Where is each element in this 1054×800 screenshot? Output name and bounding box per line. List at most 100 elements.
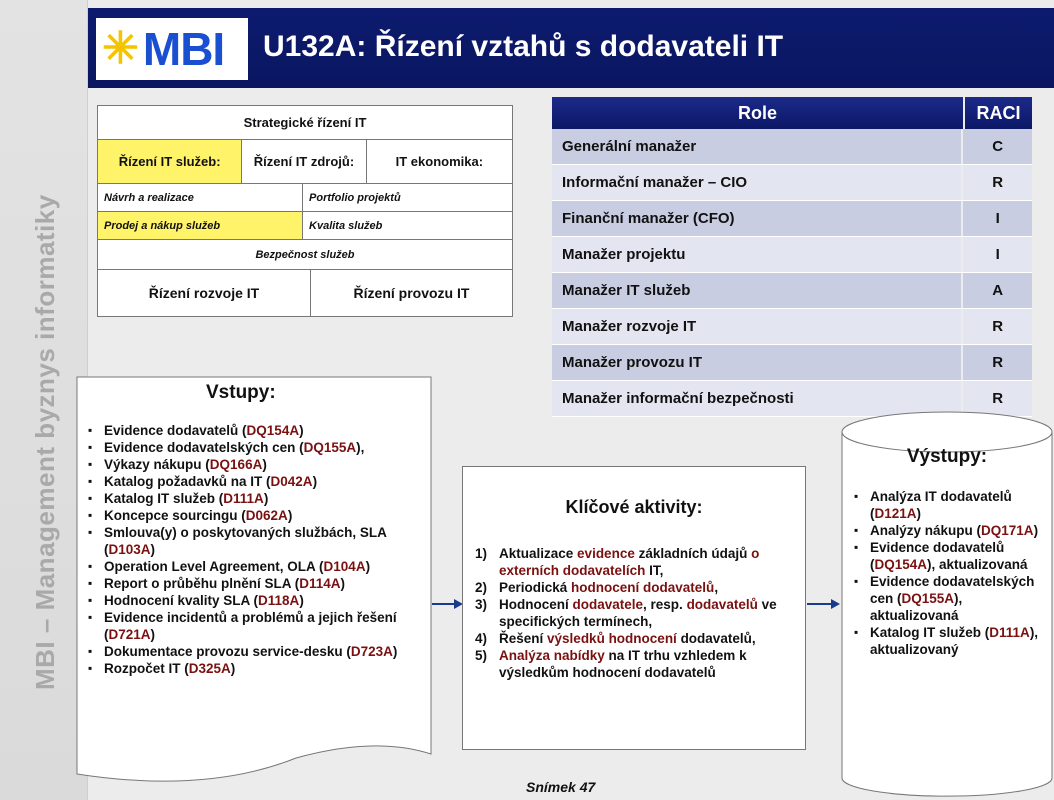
outputs-item: Analýza IT dodavatelů (D121A) (854, 488, 1054, 522)
activity-text: dodavatelů (686, 597, 758, 612)
item-code: D721A (108, 627, 151, 642)
outputs-item: Katalog IT služeb (D111A), aktualizovaný (854, 624, 1054, 658)
item-text-end: ) (262, 457, 267, 472)
item-text-end: ), aktualizovaná (870, 591, 963, 623)
item-text: Analýzy nákupu ( (870, 523, 982, 538)
outputs-item: Evidence dodavatelských cen (DQ155A), ak… (854, 573, 1054, 624)
inputs-item: Report o průběhu plnění SLA (D114A) (88, 575, 428, 592)
item-text-end: ) (392, 644, 398, 659)
item-code: DQ154A (874, 557, 928, 572)
activity-item: 2)Periodická hodnocení dodavatelů, (475, 579, 801, 596)
inputs-item: Dokumentace provozu service-desku (D723A… (88, 643, 428, 660)
activity-item: 3)Hodnocení dodavatele, resp. dodavatelů… (475, 596, 801, 630)
item-code: DQ166A (209, 457, 263, 472)
item-code: D111A (989, 625, 1030, 640)
item-code: D114A (299, 576, 341, 591)
item-code: D042A (270, 474, 313, 489)
activity-text: dodavatelích (562, 563, 646, 578)
item-text: Analýza IT dodavatelů ( (870, 489, 1012, 521)
item-text-end: ) (287, 508, 293, 523)
slide-number: Snímek 47 (526, 779, 596, 795)
item-text: Dokumentace provozu service-desku ( (104, 644, 351, 659)
item-text-end: ) (340, 576, 346, 591)
activity-text: IT, (645, 563, 664, 578)
activity-text: Aktualizace (499, 546, 578, 561)
activity-item: 4)Řešení výsledků hodnocení dodavatelů, (475, 630, 801, 647)
item-code: D121A (874, 506, 917, 521)
item-text: Hodnocení kvality SLA ( (104, 593, 259, 608)
structure-row-3: Návrh a realizace Portfolio projektů (98, 184, 512, 212)
logo-text: MBI (142, 23, 225, 75)
structure-cell: Řízení rozvoje IT (98, 270, 311, 316)
item-text-end: ) (299, 593, 304, 608)
activity-text: hodnocení dodavatelů (571, 580, 715, 595)
role-raci: I (963, 237, 1032, 272)
structure-cell: Řízení IT zdrojů: (242, 140, 367, 183)
item-code: D062A (245, 508, 288, 523)
activity-item: 5)Analýza nabídky na IT trhu vzhledem k … (475, 647, 801, 681)
activity-text: výsledků hodnocení (547, 631, 677, 646)
structure-cell: Kvalita služeb (309, 219, 383, 232)
structure-row-5: Bezpečnost služeb (98, 240, 512, 270)
item-text: Report o průběhu plnění SLA ( (104, 576, 300, 591)
mbi-logo: ✳ MBI (96, 18, 248, 80)
sun-icon: ✳ (102, 24, 139, 73)
side-title: MBI – Management byznys informatiky (30, 194, 60, 690)
item-text-end: ) (230, 661, 236, 676)
item-text: Katalog požadavků na IT ( (104, 474, 271, 489)
role-raci: I (963, 201, 1032, 236)
role-name: Manažer projektu (552, 237, 962, 272)
activity-number: 5) (475, 648, 488, 663)
activity-text: , (714, 580, 719, 595)
inputs-item: Katalog IT služeb (D111A) (88, 490, 428, 507)
activity-text: Analýza nabídky (499, 648, 605, 663)
inputs-title: Vstupy: (206, 382, 276, 403)
item-text-end: ), (356, 440, 365, 455)
structure-row-2: Řízení IT služeb: Řízení IT zdrojů: IT e… (98, 140, 512, 184)
inputs-item: Smlouva(y) o poskytovaných službách, SLA… (88, 524, 428, 558)
role-raci: R (963, 309, 1032, 344)
role-name: Manažer informační bezpečnosti (552, 381, 962, 416)
item-text-end: ) (365, 559, 371, 574)
inputs-item: Operation Level Agreement, OLA (D104A) (88, 558, 428, 575)
item-text-end: ) (150, 542, 156, 557)
item-text-end: ) (299, 423, 304, 438)
inputs-item: Hodnocení kvality SLA (D118A) (88, 592, 428, 609)
activity-item: 1)Aktualizace evidence základních údajů … (475, 545, 801, 579)
structure-table: Strategické řízení IT Řízení IT služeb: … (97, 105, 513, 317)
role-row: Finanční manažer (CFO)I (552, 201, 1032, 237)
inputs-item: Evidence dodavatelských cen (DQ155A), (88, 439, 428, 456)
item-code: DQ155A (901, 591, 955, 606)
structure-cell: IT ekonomika: (395, 154, 484, 169)
raci-column-header: RACI (965, 97, 1032, 129)
inputs-item: Evidence dodavatelů (DQ154A) (88, 422, 428, 439)
role-raci: A (963, 273, 1032, 308)
role-name: Generální manažer (552, 129, 962, 164)
activity-text: Periodická (499, 580, 572, 595)
item-text-end: ) (916, 506, 922, 521)
item-text: Katalog IT služeb ( (104, 491, 224, 506)
outputs-item: Analýzy nákupu (DQ171A) (854, 522, 1054, 539)
item-code: D103A (108, 542, 151, 557)
activity-text: Hodnocení (499, 597, 573, 612)
activity-text: Řešení (499, 631, 548, 646)
structure-cell: Návrh a realizace (98, 184, 304, 211)
activity-text: ve specifických termínech, (499, 597, 777, 629)
item-text: Rozpočet IT ( (104, 661, 189, 676)
item-code: DQ171A (981, 523, 1034, 538)
structure-cell: Řízení provozu IT (353, 285, 470, 301)
arrow-right-icon (432, 599, 463, 609)
activity-text: o externích (499, 546, 760, 578)
inputs-item: Rozpočet IT (D325A) (88, 660, 428, 677)
role-name: Finanční manažer (CFO) (552, 201, 962, 236)
item-text: Katalog IT služeb ( (870, 625, 990, 640)
role-raci: R (963, 345, 1032, 380)
activity-text: základních údajů (634, 546, 752, 561)
inputs-list: Evidence dodavatelů (DQ154A)Evidence dod… (88, 422, 428, 677)
activity-text: , resp. (643, 597, 687, 612)
role-column-header: Role (552, 97, 963, 129)
outputs-cylinder: Výstupy: Analýza IT dodavatelů (D121A)An… (840, 410, 1054, 798)
